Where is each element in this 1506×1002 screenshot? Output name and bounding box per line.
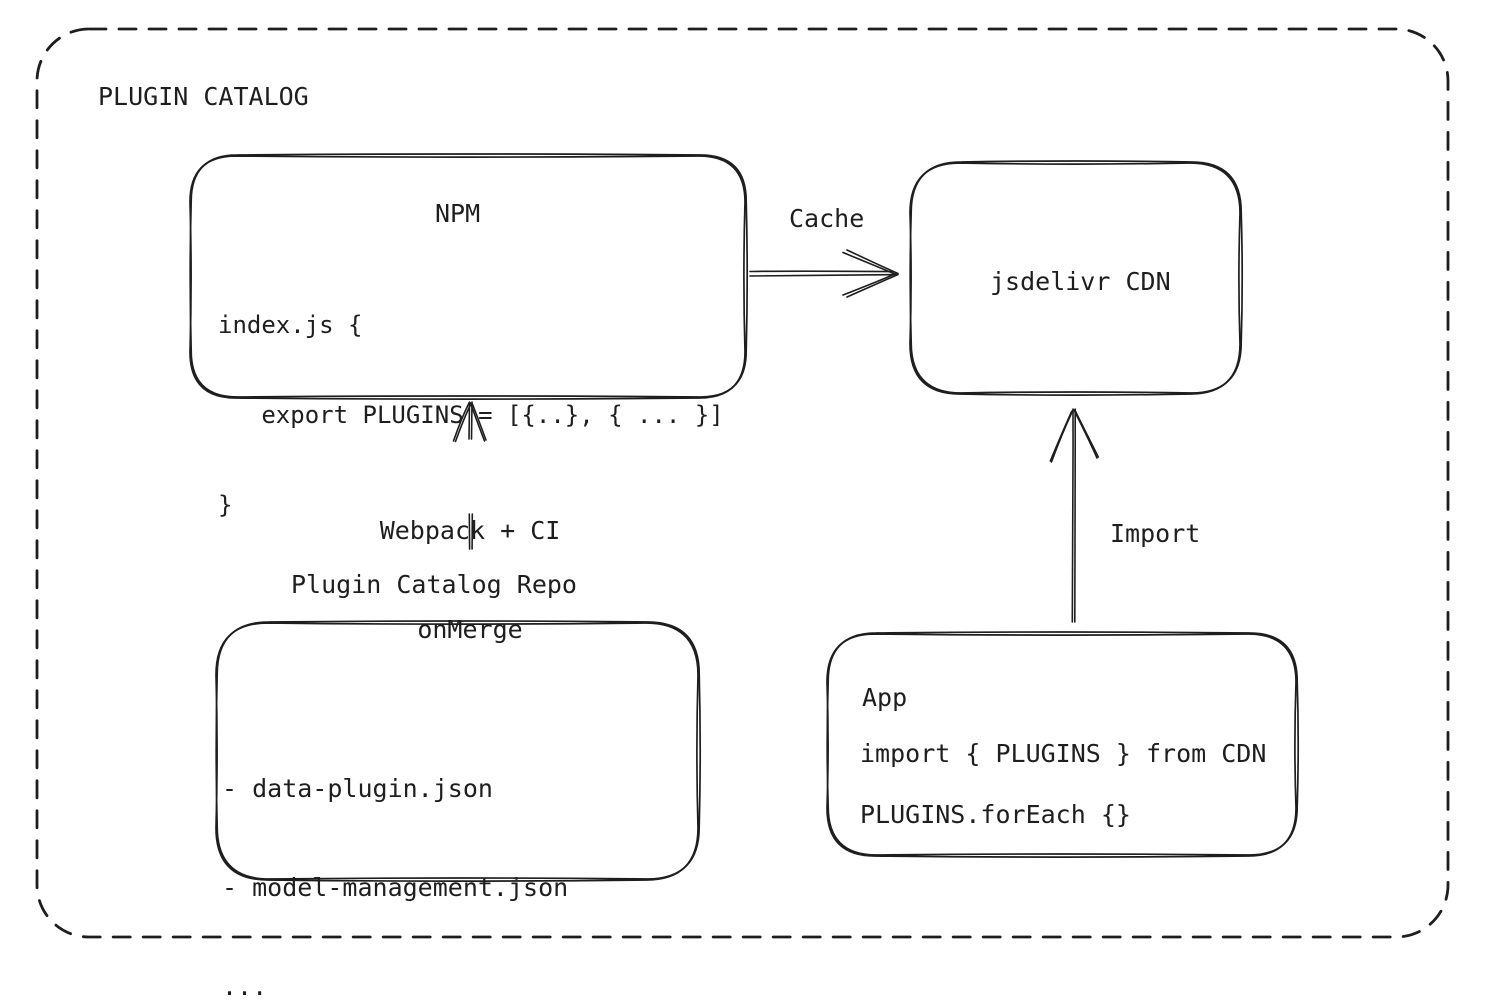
repo-file-item: - data-plugin.json — [222, 774, 493, 803]
npm-node-box — [189, 153, 749, 400]
cache-arrow — [749, 249, 899, 298]
import-arrow-label: Import — [1110, 519, 1201, 548]
app-code-line: import { PLUGINS } from CDN — [860, 739, 1267, 768]
plugin-catalog-boundary — [35, 27, 1450, 939]
npm-code-line: index.js { — [218, 311, 363, 339]
npm-node-title: NPM — [435, 199, 481, 228]
sketchy-box-outline — [909, 160, 1244, 394]
npm-code-line: } — [218, 491, 233, 519]
build-arrow-label-line: onMerge — [417, 615, 523, 644]
diagram-title: PLUGIN CATALOG — [98, 82, 309, 111]
import-arrow — [1049, 408, 1100, 623]
repo-node-title: Plugin Catalog Repo — [291, 570, 577, 599]
sketchy-box-outline — [909, 162, 1241, 396]
sketchy-box-outline — [189, 153, 749, 398]
repo-node-box — [215, 620, 702, 882]
app-code-line: PLUGINS.forEach {} — [860, 800, 1131, 829]
repo-file-item: - model-management.json — [222, 873, 569, 902]
npm-code-line: export PLUGINS = [{..}, { ... }] — [218, 401, 724, 429]
repo-file-list: - data-plugin.json - model-management.js… — [222, 706, 568, 1002]
sketchy-box-outline — [215, 622, 699, 882]
npm-code-block: index.js { export PLUGINS = [{..}, { ...… — [218, 250, 724, 580]
cdn-node-title: jsdelivr CDN — [990, 267, 1171, 296]
app-node-box — [826, 631, 1300, 858]
sketchy-box-outline — [826, 631, 1300, 856]
repo-file-item: ... — [222, 972, 268, 1001]
build-arrow-label-line: Webpack + CI — [379, 516, 561, 545]
sketchy-box-outline — [215, 620, 702, 880]
app-node-title: App — [862, 683, 908, 712]
cdn-node-box — [909, 160, 1244, 396]
build-arrow-label: Webpack + CI onMerge — [340, 448, 600, 712]
build-arrow-tail — [468, 513, 474, 550]
cache-arrow-label: Cache — [789, 204, 865, 233]
build-arrow-head — [452, 401, 487, 443]
